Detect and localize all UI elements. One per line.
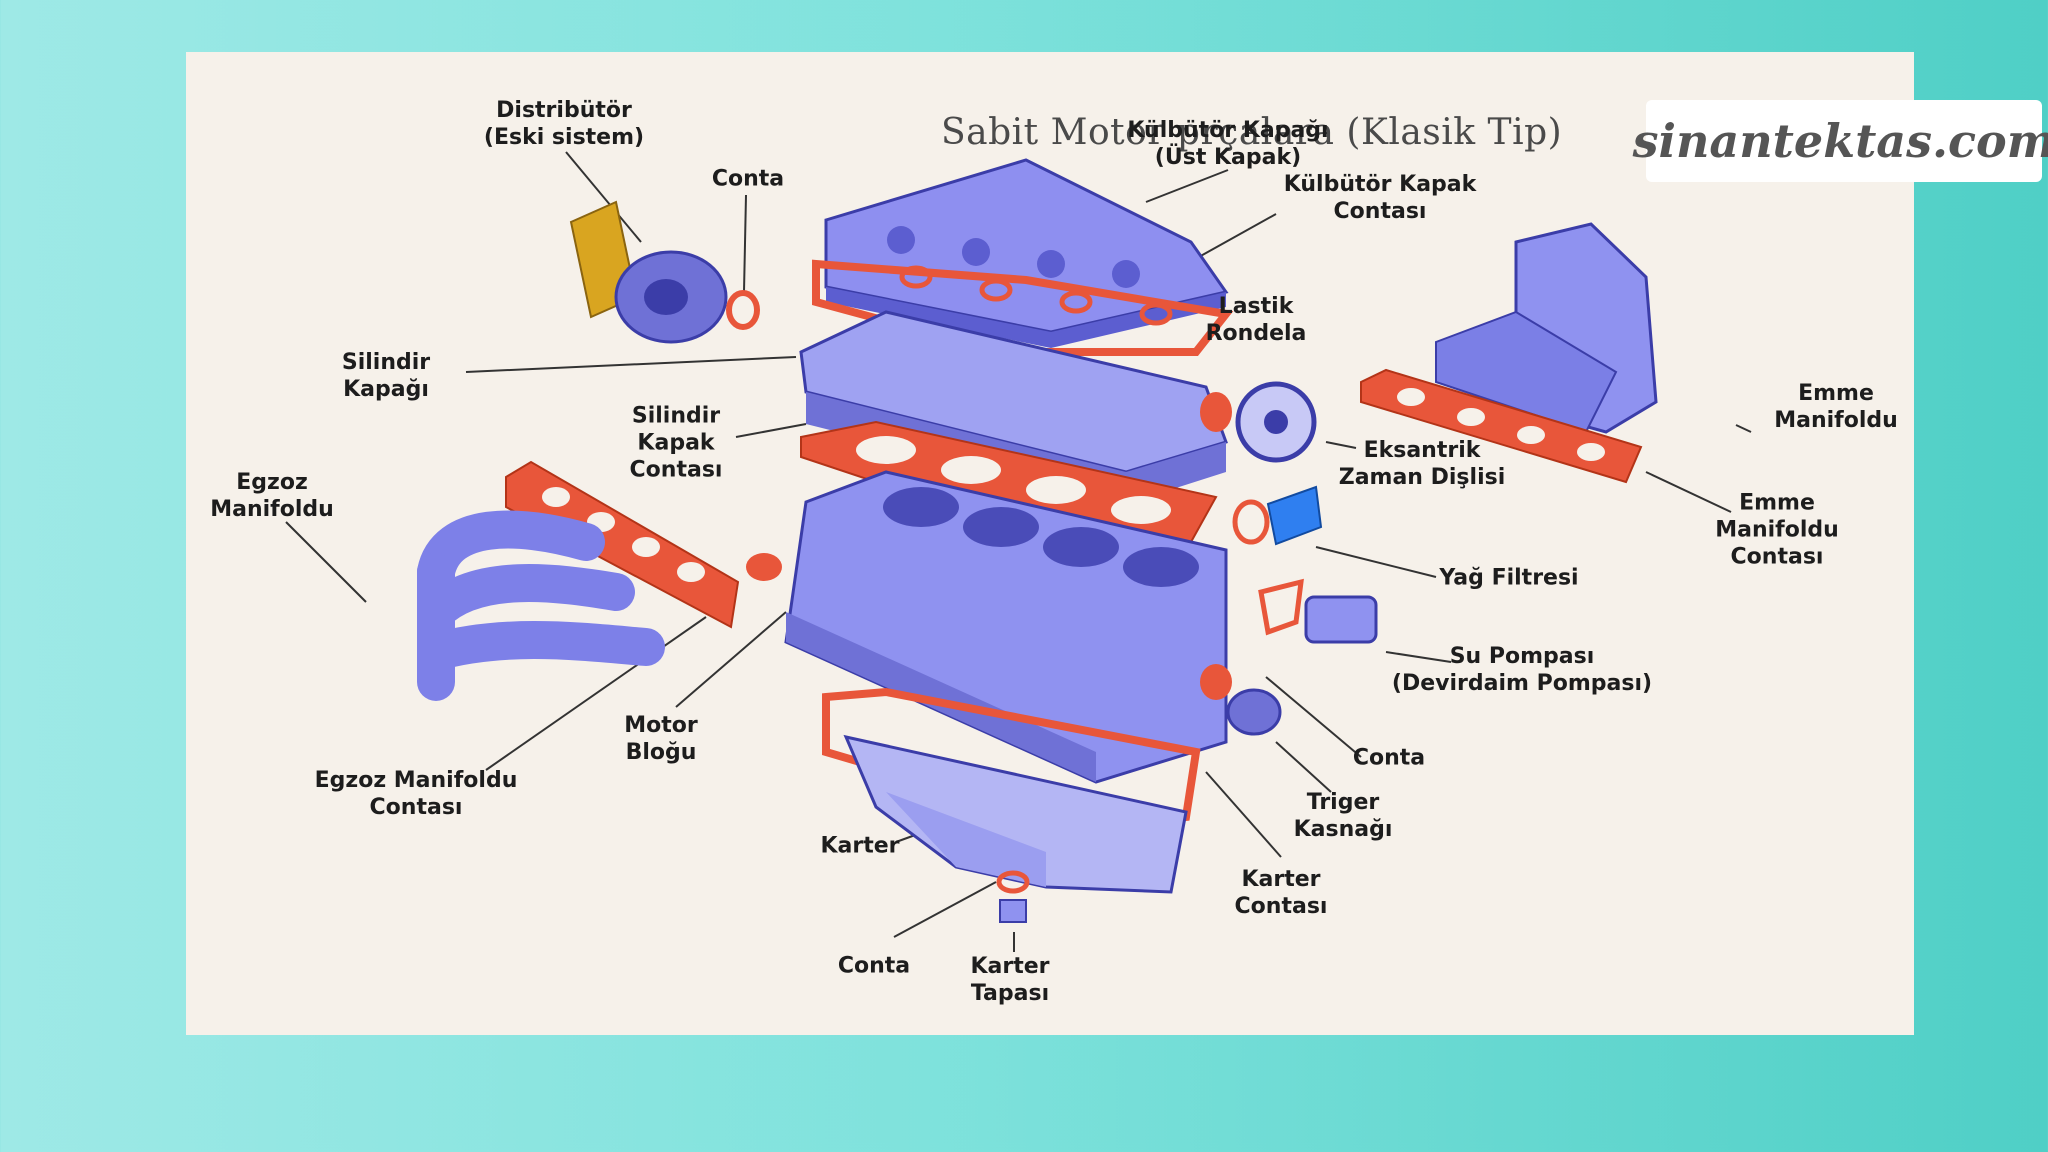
diagram-card: Sabit Motor prçalara (Klasik Tip) sinant…: [186, 52, 2048, 1035]
label-yag-filtresi: Yağ Filtresi: [1439, 565, 1579, 591]
valve-cover-gasket: [812, 259, 1234, 356]
label-karter: Karter: [820, 833, 900, 859]
block-seal-left: [746, 553, 782, 581]
exhaust-manifold-gasket: [505, 460, 740, 629]
camshaft-gear: [1235, 381, 1317, 463]
drain-plug: [999, 899, 1027, 923]
water-pump-gasket: [1258, 578, 1304, 636]
engine-block: [784, 470, 1228, 784]
distributor: [569, 200, 728, 344]
label-su-pompasi: Su Pompası(Devirdaim Pompası): [1391, 644, 1653, 696]
label-kulbutor-kapagi: Külbütör Kapağı(Üst Kapak): [1127, 118, 1329, 170]
intake-manifold: [1435, 222, 1658, 434]
label-distributor: Distribütör(Eski sistem): [483, 98, 645, 150]
crank-seal: [1200, 664, 1232, 700]
water-pump: [1304, 595, 1378, 644]
drain-seal: [996, 870, 1030, 894]
watermark: sinantektas.com: [1633, 100, 2048, 182]
distributor-seal: [726, 290, 760, 330]
intake-manifold-gasket: [1360, 368, 1643, 484]
filter-seal: [1232, 499, 1270, 545]
label-conta-bottom: Conta: [837, 953, 911, 979]
engine-illustration: [285, 151, 1752, 952]
rubber-washers: [899, 265, 1173, 326]
label-conta-right: Conta: [1352, 745, 1426, 771]
page-title: Sabit Motor prçalara (Klasik Tip): [941, 112, 1563, 153]
label-conta-top: Conta: [711, 166, 785, 192]
exhaust-manifold: [417, 510, 665, 701]
oil-filter: [1266, 485, 1323, 546]
oil-pan: [843, 734, 1188, 894]
head-seal-right: [1200, 392, 1232, 432]
timing-pulley: [1226, 688, 1282, 736]
